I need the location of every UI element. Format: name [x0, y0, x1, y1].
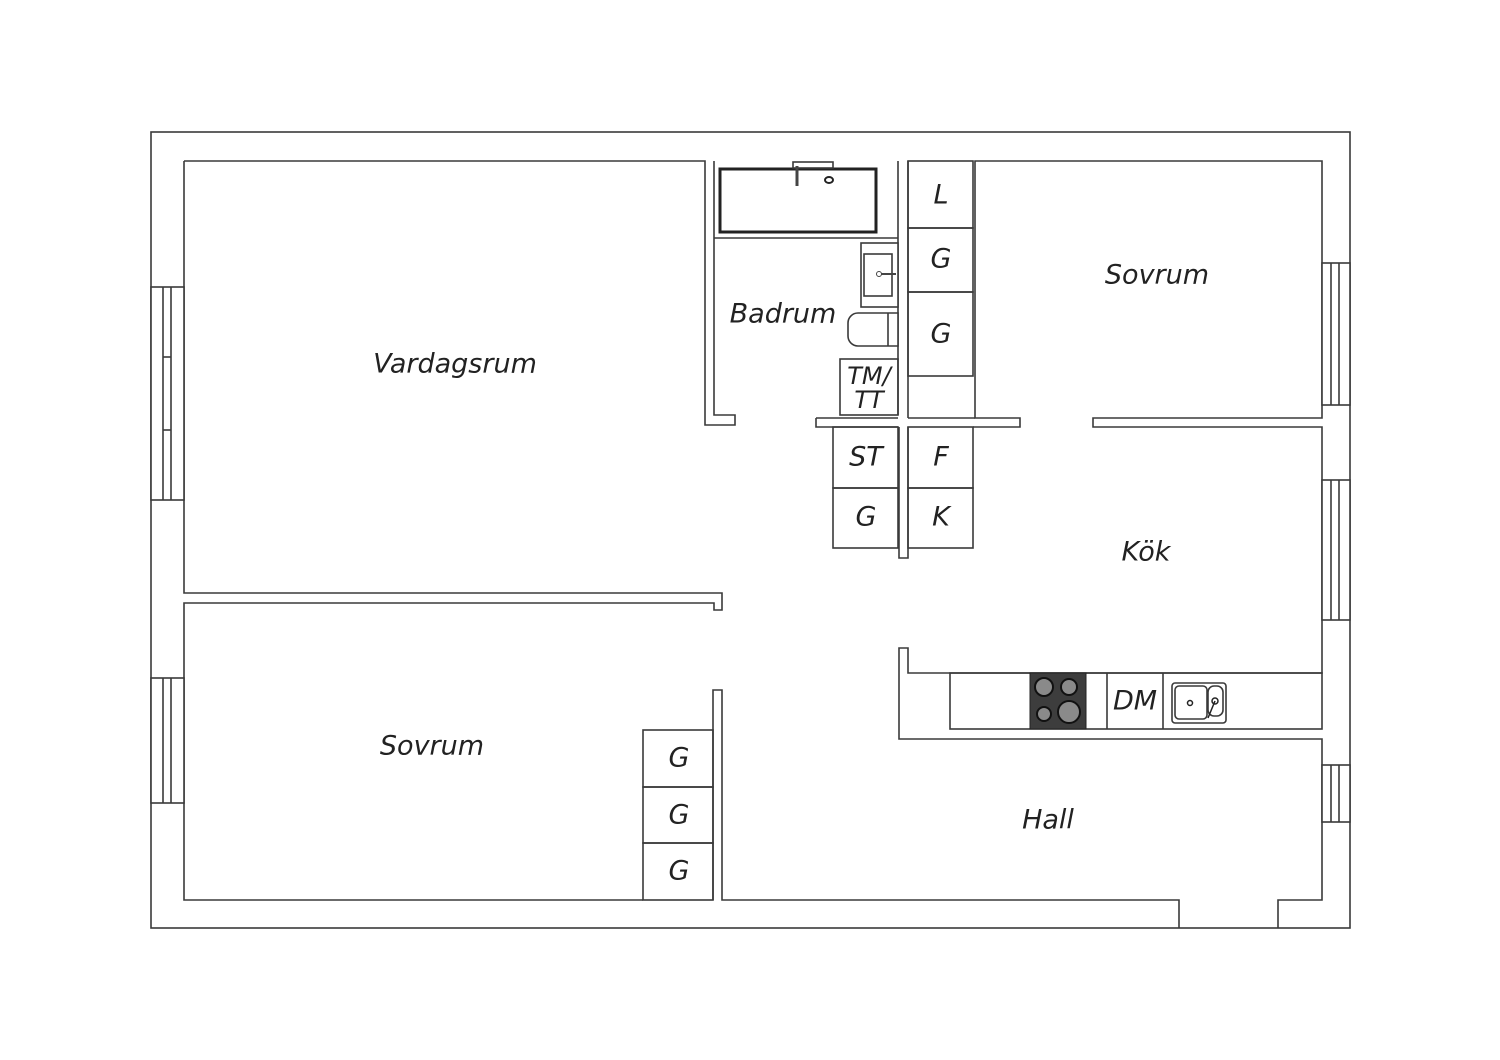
washbasin	[860, 242, 899, 308]
kitchen-counter	[949, 672, 1323, 730]
windows	[150, 262, 1351, 823]
closet-label-washer-dryer: TT	[854, 386, 886, 414]
closets	[642, 160, 974, 901]
bathtub	[718, 161, 878, 234]
sink-icon	[1171, 682, 1227, 724]
room-label-living: Vardagsrum	[373, 349, 537, 380]
room-label-hall: Hall	[1022, 805, 1074, 836]
room-label-bedroom-bottom: Sovrum	[380, 731, 484, 762]
closet-label-linen: L	[933, 180, 948, 211]
closet-label-wardrobe: G	[856, 502, 877, 533]
room-label-kitchen: Kök	[1122, 537, 1172, 568]
closet-label-wardrobe: G	[669, 743, 690, 774]
stove-icon	[1029, 672, 1087, 730]
room-label-bathroom: Badrum	[730, 299, 837, 330]
closet-label-fridge: K	[932, 502, 952, 533]
closet-label-wardrobe: G	[931, 319, 952, 350]
closet-label-wardrobe: G	[669, 800, 690, 831]
outer-wall	[150, 131, 1351, 929]
dishwasher-label: DM	[1113, 686, 1157, 717]
closet-label-wardrobe: G	[931, 244, 952, 275]
closet-label-washer-dryer: TM/	[847, 362, 893, 390]
closet-label-freezer: F	[933, 442, 949, 473]
closet-label-wardrobe: G	[669, 856, 690, 887]
closet-label-broom: ST	[849, 442, 885, 473]
room-label-bedroom-top: Sovrum	[1105, 260, 1209, 291]
toilet	[847, 312, 899, 347]
